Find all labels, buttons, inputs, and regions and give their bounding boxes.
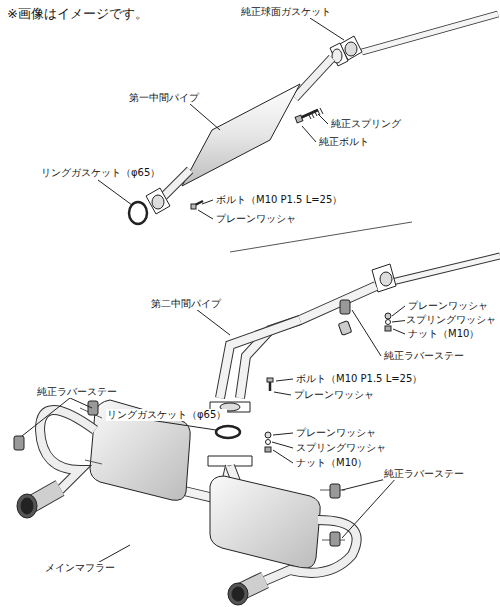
part-label: 純正ラバーステー <box>383 468 465 480</box>
part-label: 第一中間パイプ <box>128 92 200 104</box>
part-label: ボルト（M10 P1.5 L=25） <box>215 194 343 206</box>
part-label: スプリングワッシャ <box>405 314 497 326</box>
part-label: ナット（M10） <box>295 457 368 469</box>
part-label: 純正ラバーステー <box>383 350 465 362</box>
part-label: ボルト（M10 P1.5 L=25） <box>295 373 423 385</box>
part-label: プレーンワッシャ <box>215 213 297 225</box>
part-label: リングガスケット（φ65） <box>40 167 161 179</box>
part-label: ナット（M10） <box>407 328 480 340</box>
part-label: プレーンワッシャ <box>407 300 489 312</box>
part-label: スプリングワッシャ <box>295 442 387 454</box>
part-label: 純正スプリング <box>330 118 402 130</box>
part-label: 純正ラバーステー <box>36 386 118 398</box>
part-label: 純正球面ガスケット <box>240 6 332 18</box>
part-label: 第二中間パイプ <box>150 298 222 310</box>
part-label: 純正ボルト <box>318 136 370 148</box>
part-label: プレーンワッシャ <box>295 427 377 439</box>
part-label: プレーンワッシャ <box>293 389 375 401</box>
part-label: リングガスケット（φ65） <box>106 409 227 421</box>
note-text: ※画像はイメージです。 <box>6 6 149 21</box>
part-label: メインマフラー <box>44 562 116 574</box>
